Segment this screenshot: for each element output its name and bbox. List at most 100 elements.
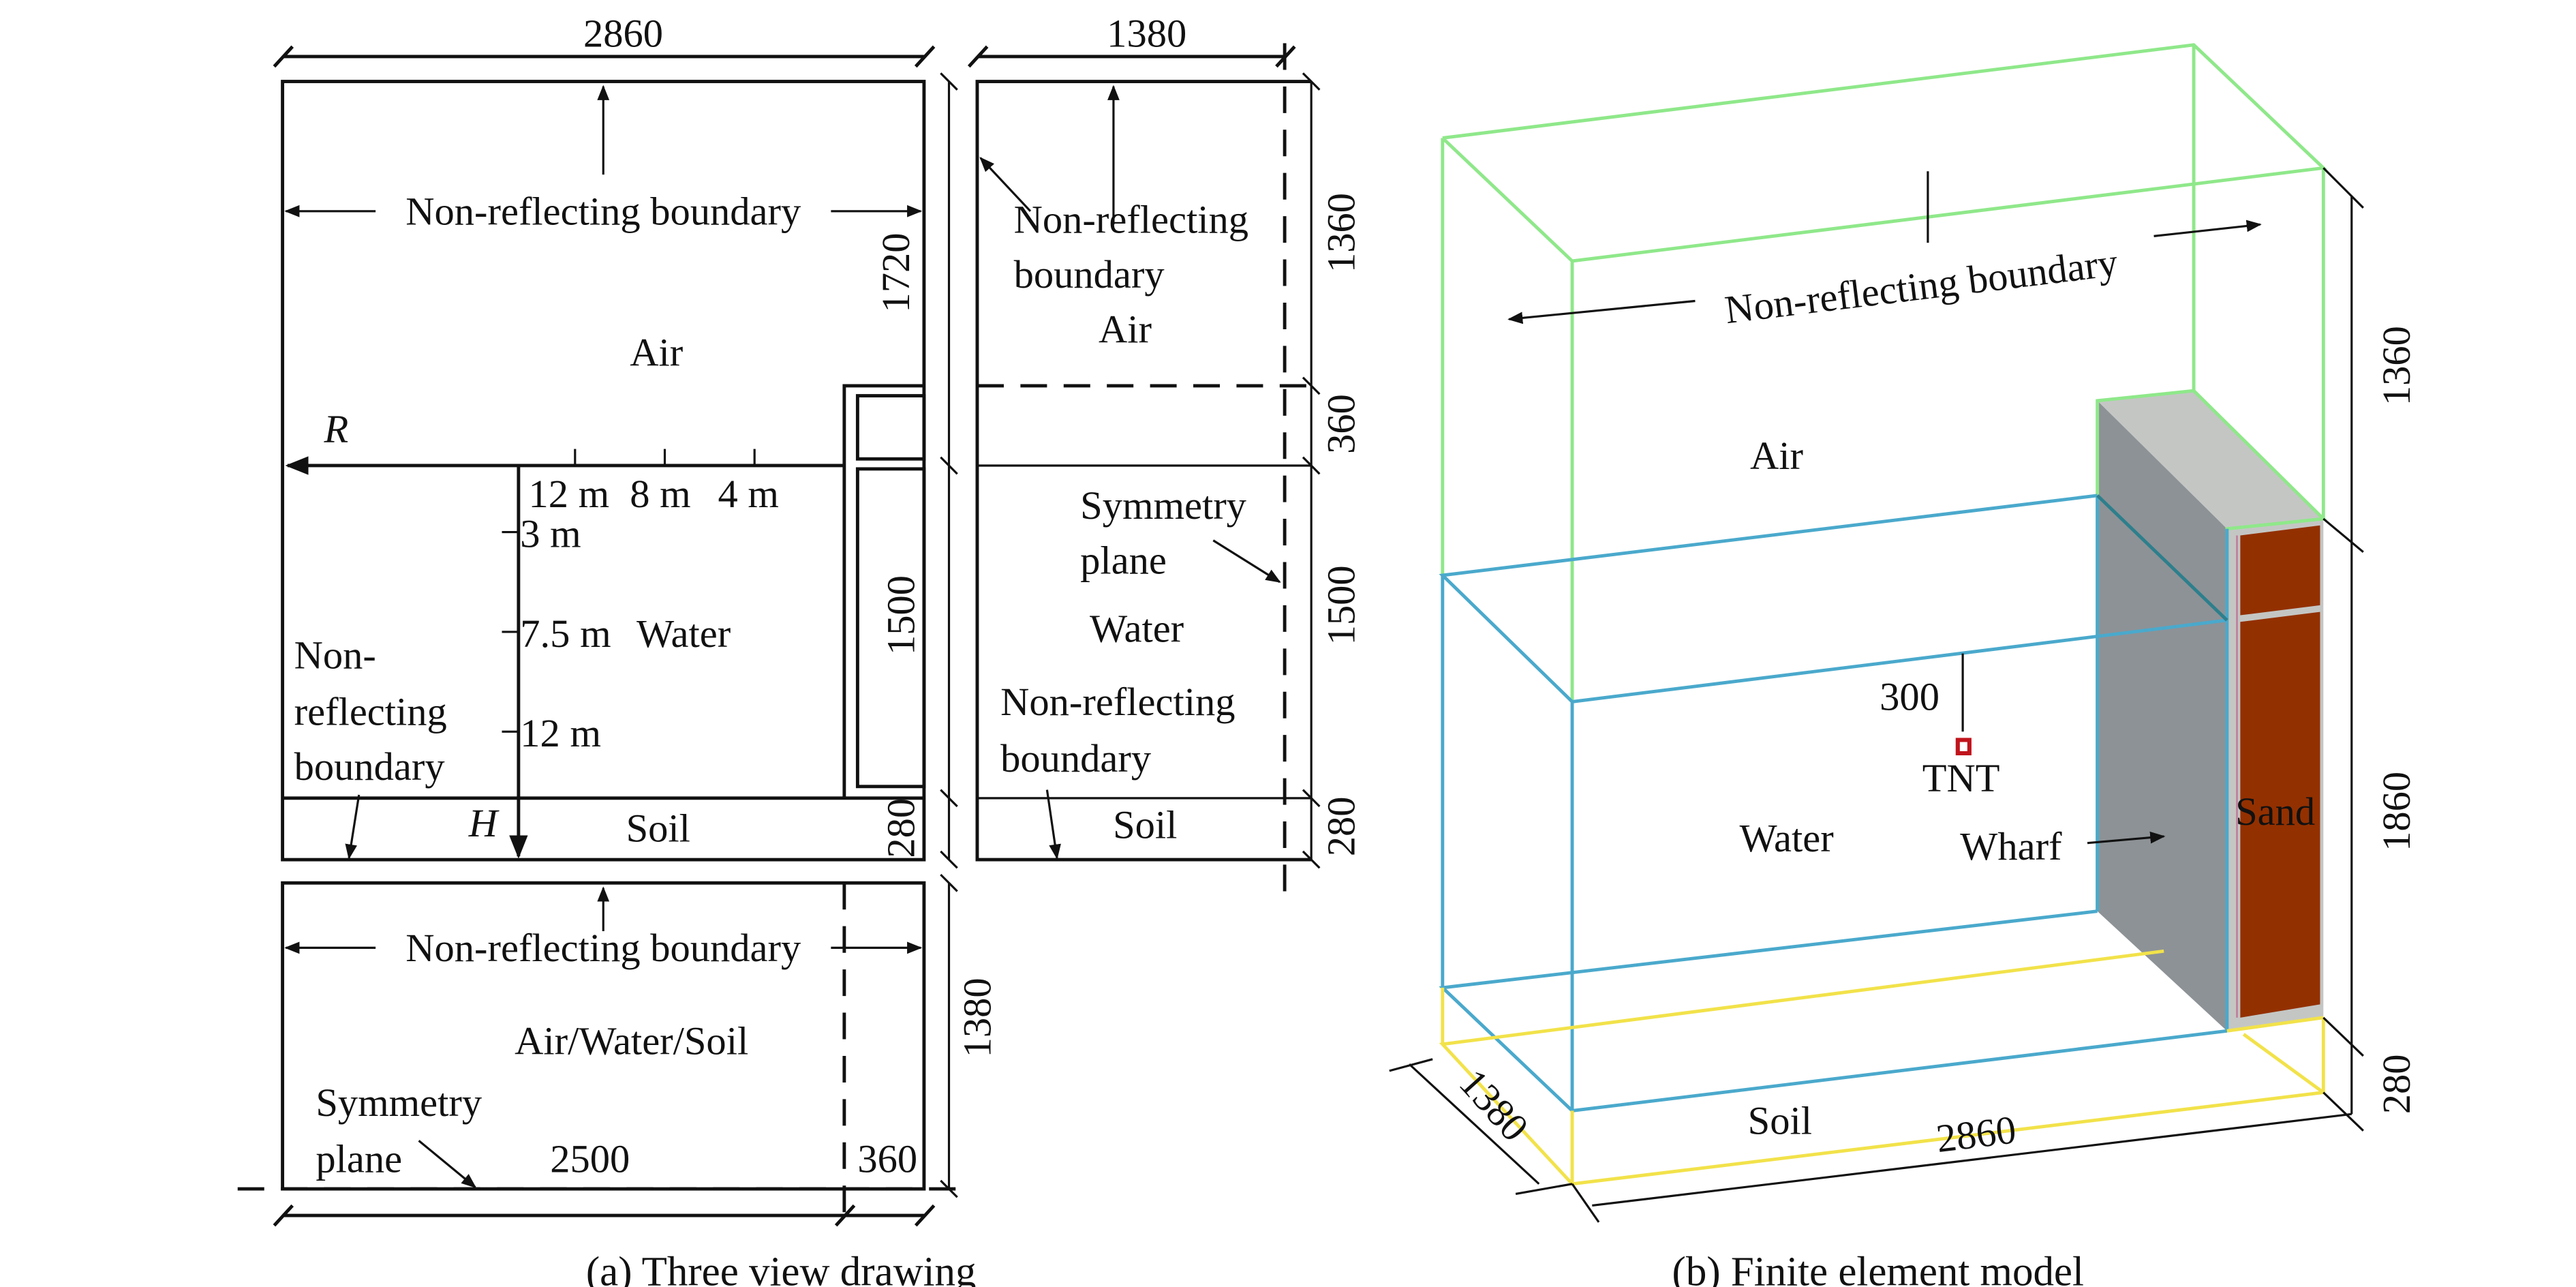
dim-line-width — [1408, 1063, 1540, 1185]
dim-air: 1360 — [1319, 193, 1364, 273]
dim-tick — [1389, 1058, 1433, 1072]
dim-soil: 280 — [2374, 1055, 2419, 1115]
boundary-arrow-down — [345, 794, 361, 860]
tnt-label: TNT — [1922, 756, 2000, 800]
air-top-face — [1441, 43, 2327, 263]
sand-lower — [2240, 611, 2320, 1018]
dim-soil: 280 — [878, 798, 923, 858]
wharf-arrow — [2087, 831, 2166, 845]
boundary-arrow-down — [1045, 789, 1061, 860]
dim-tick — [1302, 72, 1321, 91]
dim-air: 1360 — [2374, 326, 2419, 406]
water-bottom-face — [1439, 909, 2228, 1112]
dim-tick — [2322, 1091, 2364, 1132]
symmetry-label: Symmetry — [316, 1080, 482, 1125]
h-tick-label: 7.5 m — [520, 611, 611, 656]
water-label: Water — [637, 611, 731, 656]
soil-edge — [2242, 1033, 2325, 1094]
top-view: Non-reflecting boundary Air/Water/Soil S… — [237, 873, 999, 1227]
caption-a: (a) Three view drawing — [586, 1250, 977, 1287]
r-tick-label: 8 m — [630, 472, 690, 516]
symmetry-label: plane — [316, 1137, 402, 1181]
boundary-label-bottom: Non-reflecting — [1000, 680, 1235, 724]
dim-length: 2860 — [1934, 1107, 2019, 1161]
dim-tick — [1571, 1183, 1600, 1223]
sand-upper — [2240, 525, 2320, 616]
soil-edge — [2226, 1016, 2324, 1033]
water-label: Water — [1740, 816, 1834, 860]
side-frame — [975, 80, 1312, 862]
symmetry-arrow — [1212, 539, 1281, 584]
boundary-label-top: Non-reflecting — [1014, 197, 1248, 241]
dim-tick — [1302, 376, 1321, 395]
water-label: Water — [1090, 607, 1184, 651]
wharf-label: Wharf — [1960, 824, 2062, 868]
dim-wharf-top: 360 — [1319, 394, 1364, 454]
left-boundary-label: Non- — [294, 633, 376, 678]
dim-tick — [273, 1204, 294, 1227]
dim-soil: 280 — [1319, 796, 1364, 856]
fe-model: Non-reflecting boundary Air 300 TNT Wate… — [1389, 43, 2419, 1223]
boundary-label-bottom: boundary — [1000, 736, 1152, 781]
sand-label: Sand — [2235, 789, 2315, 834]
soil-label: Soil — [1113, 802, 1177, 847]
dim-tick — [834, 1204, 856, 1227]
dim-water: 1500 — [1319, 565, 1364, 645]
wharf-outline — [842, 384, 924, 798]
dim-tick — [1302, 456, 1321, 475]
air-label: Air — [1099, 307, 1152, 351]
dim-tick — [940, 850, 958, 869]
symmetry-arrow — [418, 1140, 477, 1189]
caption-b: (b) Finite element model — [1672, 1250, 2084, 1287]
dim-main: 2500 — [550, 1137, 630, 1181]
dim-tick — [940, 1179, 958, 1198]
tnt-charge — [1955, 738, 1972, 756]
region-label: Air/Water/Soil — [515, 1018, 748, 1063]
side-view: 1380 Non-reflecting boundary Air Symmetr… — [967, 11, 1364, 907]
boundary-arrow-left — [1507, 299, 1696, 324]
dim-tick — [1515, 1183, 1573, 1195]
wharf-wall — [855, 467, 926, 789]
dim-tick — [273, 45, 294, 68]
dim-tick — [940, 72, 958, 91]
dim-air-height: 1720 — [874, 233, 918, 313]
wharf-cap — [855, 394, 926, 461]
boundary-label: Non-reflecting boundary — [405, 189, 801, 233]
dim-tick — [2322, 517, 2364, 554]
dim-tick — [940, 873, 958, 892]
boundary-label: Non-reflecting boundary — [1722, 240, 2120, 332]
dim-tick — [940, 456, 958, 475]
symmetry-label: Symmetry — [1080, 483, 1247, 528]
tnt-depth-label: 300 — [1880, 675, 1939, 719]
dim-tick — [2322, 167, 2364, 209]
wharf-side-face — [2097, 400, 2227, 1031]
dim-width: 1380 — [1451, 1061, 1537, 1149]
dim-depth: 1380 — [955, 978, 999, 1057]
boundary-arrow-right — [2153, 219, 2262, 237]
dim-width-label: 2860 — [583, 11, 663, 55]
dim-tick — [940, 789, 958, 808]
dim-tick — [2322, 1016, 2364, 1057]
r-tick-label: 12 m — [529, 472, 610, 516]
r-tick-label: 4 m — [718, 472, 779, 516]
dim-wharf-height: 1500 — [878, 575, 923, 655]
left-boundary-label: reflecting — [294, 690, 447, 734]
dim-tick — [914, 1204, 936, 1227]
dim-tick — [1302, 850, 1321, 869]
soil-label: Soil — [1748, 1099, 1812, 1143]
h-tick-label: 12 m — [520, 711, 601, 755]
air-label: Air — [1750, 434, 1803, 478]
h-axis-label: H — [468, 801, 500, 845]
symmetry-label: plane — [1080, 539, 1167, 583]
dim-tick — [967, 45, 989, 68]
water-top-face — [1439, 494, 2228, 703]
dim-wharf: 360 — [857, 1137, 917, 1181]
dim-tick — [1302, 789, 1321, 808]
h-tick-label: 3 m — [520, 512, 581, 556]
boundary-label: Non-reflecting boundary — [405, 926, 801, 970]
front-view: 2860 Non-reflecting boundary Air R 12 m … — [273, 11, 958, 869]
wharf-top-face — [2097, 391, 2324, 529]
dim-tick — [914, 45, 936, 68]
soil-label: Soil — [626, 806, 690, 850]
